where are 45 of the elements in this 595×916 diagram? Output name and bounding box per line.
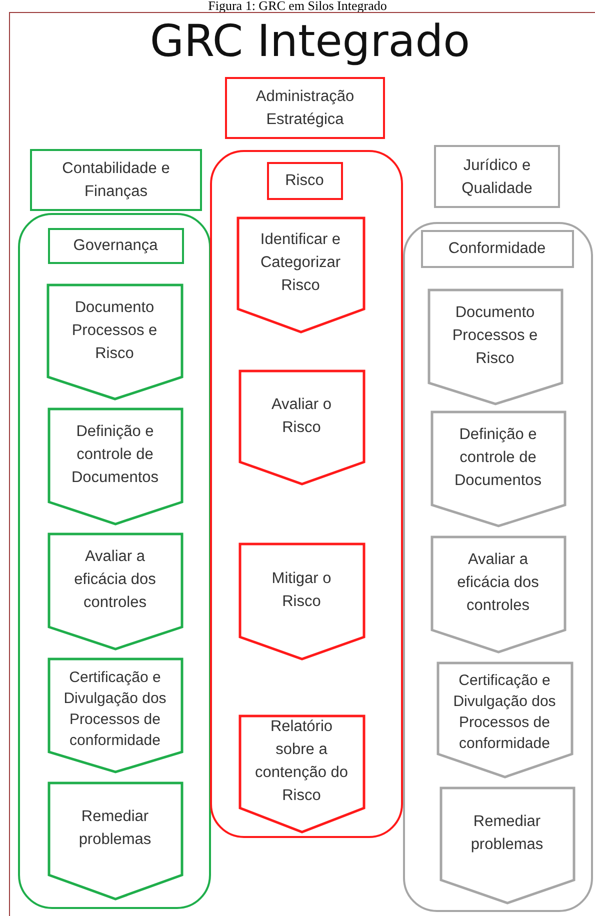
chevron-step bbox=[48, 408, 182, 524]
header-box bbox=[266, 162, 342, 200]
chevron-step bbox=[48, 782, 182, 900]
node-label: Administração Estratégica bbox=[254, 87, 356, 130]
node-label: Remediar problemas bbox=[470, 812, 544, 855]
node-label: Jurídico e Qualidade bbox=[460, 156, 534, 198]
chevron-step bbox=[436, 662, 572, 778]
chevron-step bbox=[440, 786, 574, 904]
swimlane-container bbox=[18, 213, 211, 909]
node-label: Remediar problemas bbox=[78, 807, 152, 850]
node-label: Definição e controle de Documentos bbox=[453, 425, 542, 491]
node-label: Risco bbox=[284, 171, 325, 191]
swimlane-container bbox=[403, 222, 593, 912]
diagram-title: GRC Integrado bbox=[148, 15, 472, 69]
chevron-step bbox=[238, 542, 364, 660]
node-label: Avaliar o Risco bbox=[270, 394, 333, 438]
header-box bbox=[420, 230, 574, 268]
header-box bbox=[434, 145, 560, 208]
node-label: Avaliar a eficácia dos controles bbox=[73, 547, 157, 613]
chevron-step bbox=[48, 658, 182, 772]
chevron-step bbox=[236, 216, 364, 332]
node-label: Identificar e Categorizar Risco bbox=[259, 230, 342, 296]
header-box bbox=[48, 228, 184, 264]
chevron-step bbox=[238, 370, 364, 484]
node-label: Certificação e Divulgação dos Processos de conformidade bbox=[62, 668, 168, 750]
node-label: Definição e controle de Documentos bbox=[70, 422, 160, 488]
node-label: Certificação e Divulgação dos Processos de conformidade bbox=[452, 670, 557, 754]
node-label: Documento Processos e Risco bbox=[70, 298, 158, 364]
node-label: Relatório sobre a contenção do Risco bbox=[254, 717, 350, 806]
node-label: Mitigar o Risco bbox=[270, 568, 332, 612]
chevron-step bbox=[430, 410, 566, 526]
node-label: Documento Processos e Risco bbox=[451, 303, 539, 369]
chevron-step bbox=[48, 532, 182, 650]
swimlane-container bbox=[210, 150, 403, 838]
figure-caption: Figura 1: GRC em Silos Integrado bbox=[207, 0, 388, 12]
node-label: Contabilidade e Finanças bbox=[61, 159, 171, 202]
node-label: Avaliar a eficácia dos controles bbox=[456, 550, 540, 616]
chevron-step bbox=[46, 284, 182, 400]
header-box bbox=[30, 149, 202, 211]
header-box bbox=[225, 77, 385, 139]
chevron-step bbox=[430, 536, 566, 652]
node-label: Governança bbox=[72, 236, 159, 256]
node-label: Conformidade bbox=[447, 239, 547, 259]
chevron-step bbox=[238, 714, 364, 832]
chevron-step bbox=[428, 288, 562, 404]
